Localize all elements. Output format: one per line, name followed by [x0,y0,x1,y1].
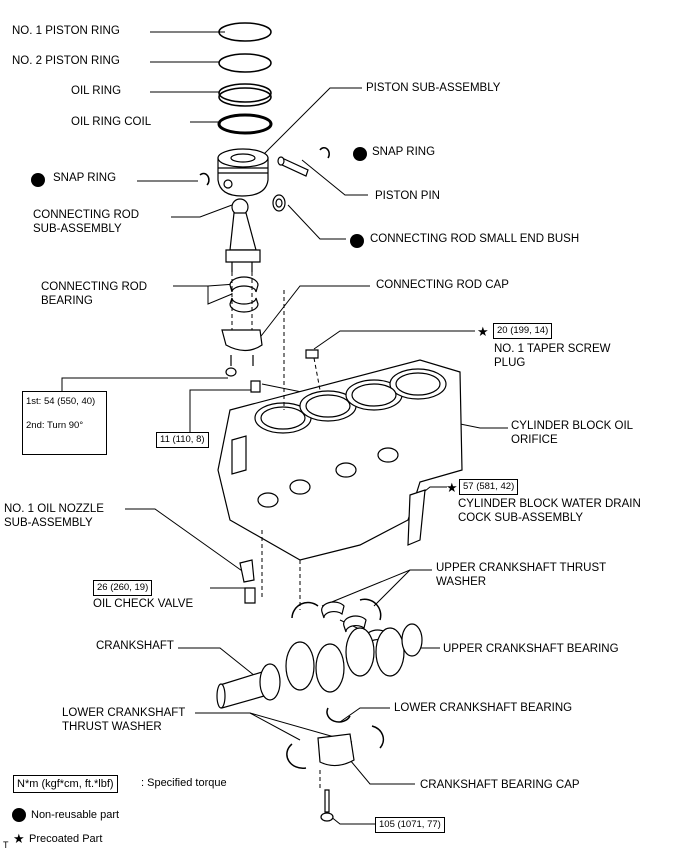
snap-ring-left-shape [199,172,210,186]
label-oil-ring: OIL RING [71,85,122,97]
leader-bearing-cap [349,759,415,785]
piston-shape [217,148,269,197]
legend-precoated: Precoated Part [29,833,103,845]
lower-bearing-shape [326,707,351,723]
snap-ring-right-shape [319,147,330,159]
label-no1-piston-ring: NO. 1 PISTON RING [12,25,120,37]
label-oil-ring-coil: OIL RING COIL [71,116,152,128]
leader-crankshaft [178,647,261,681]
label-connecting-rod-cap: CONNECTING ROD CAP [376,279,509,291]
oil-nozzle-shape [239,559,255,583]
label-piston-sub-assembly: PISTON SUB-ASSEMBLY [366,82,501,94]
label-piston-pin: PISTON PIN [375,190,440,202]
label-cylinder-block-oil-orifice: CYLINDER BLOCK OIL ORIFICE [511,420,634,446]
legend-non-reusable: Non-reusable part [31,809,120,821]
torque-rod-cap: 1st: 54 (550, 40) 2nd: Turn 90° [22,391,107,455]
bearing-cap-shape [317,733,355,767]
label-connecting-rod-sub-assembly: CONNECTING ROD SUB-ASSEMBLY [33,209,140,235]
label-lower-crankshaft-thrust-washer: LOWER CRANKSHAFT THRUST WASHER [62,707,186,733]
rod-bearing-lower-shape [229,297,259,313]
label-upper-crankshaft-thrust-washer: UPPER CRANKSHAFT THRUST WASHER [436,562,607,588]
torque-water-drain: 57 (581, 42) [459,479,519,495]
leader-rod-cap [257,285,370,341]
upper-thrust-washer-right [359,598,382,621]
label-oil-check-valve: OIL CHECK VALVE [93,598,194,610]
upper-thrust-washer-left [291,601,319,619]
rod-bearing-upper-shape [229,276,259,293]
bearing-bolt-shape [324,789,330,813]
label-upper-crankshaft-bearing: UPPER CRANKSHAFT BEARING [443,643,619,655]
leader-small-end-bush [287,204,346,240]
torque-oil-orifice: 11 (110, 8) [156,432,209,448]
piston-pin-shape [277,156,309,177]
leader-taper-plug [313,330,475,350]
connecting-rod-shape [225,198,261,272]
leader-bearing-bolt [329,815,375,825]
non-reusable-dot-icon [353,147,367,161]
leader-orifice-torque [189,389,255,432]
label-crankshaft: CRANKSHAFT [96,640,174,652]
label-no1-taper-screw-plug: NO. 1 TAPER SCREW PLUG [494,343,611,369]
no2-piston-ring-shape [218,53,272,73]
precoated-star-icon: ★ [477,324,489,339]
upper-bearings-shape [321,601,389,647]
cylinder-block-shape [217,359,463,561]
small-end-bush-shape [272,194,286,212]
leader-rod-bearing [173,285,233,305]
lower-thrust-washer-right [371,725,385,749]
label-snap-ring-left: SNAP RING [53,172,117,184]
precoated-star-icon: ★ [446,480,458,495]
label-crankshaft-bearing-cap: CRANKSHAFT BEARING CAP [420,779,580,791]
oil-ring-coil-shape [217,113,273,135]
bearing-bolt-head [320,812,334,822]
label-no1-oil-nozzle: NO. 1 OIL NOZZLE SUB-ASSEMBLY [4,503,104,529]
no1-piston-ring-shape [218,22,272,42]
rod-cap-shape [221,329,263,377]
leader-lower-washer [195,712,301,741]
leader-rod-torque [61,377,228,392]
taper-plug-shape [305,349,319,359]
lower-thrust-washer-left [286,743,307,770]
label-no2-piston-ring: NO. 2 PISTON RING [12,55,120,67]
legend-precoated-icon: ★ [13,831,25,846]
oil-ring-shape-2 [218,87,272,107]
oil-orifice-shape [250,380,261,393]
non-reusable-dot-icon [350,234,364,248]
crankshaft-shape [216,623,423,709]
label-lower-crankshaft-bearing: LOWER CRANKSHAFT BEARING [394,702,573,714]
label-cylinder-block-water-drain: CYLINDER BLOCK WATER DRAIN COCK SUB-ASSE… [458,498,641,524]
leader-piston-pin [301,159,368,196]
leader-oil-nozzle [125,508,246,574]
oil-ring-shape [218,83,272,103]
leader-lower-bearing [339,707,390,723]
leader-piston [257,87,362,161]
non-reusable-dot-icon [31,173,45,187]
alignment-lines [231,272,321,790]
label-connecting-rod-bearing: CONNECTING ROD BEARING [41,281,148,307]
corner-mark: T [3,840,9,850]
leader-upper-washer-2 [373,569,411,607]
oil-check-valve-shape [244,587,256,604]
torque-taper-plug: 20 (199, 14) [493,323,553,339]
legend-torque-unit: N*m (kgf*cm, ft.*lbf) [13,775,118,793]
torque-bearing-cap: 105 (1071, 77) [375,817,445,833]
torque-oil-check-valve: 26 (260, 19) [93,580,153,596]
leader-conrod [171,204,233,218]
leader-upper-washer [321,569,432,607]
label-connecting-rod-small-end-bush: CONNECTING ROD SMALL END BUSH [370,233,580,245]
label-snap-ring-right: SNAP RING [372,146,436,158]
legend-torque-desc: : Specified torque [141,777,227,789]
legend-non-reusable-icon [12,808,26,822]
